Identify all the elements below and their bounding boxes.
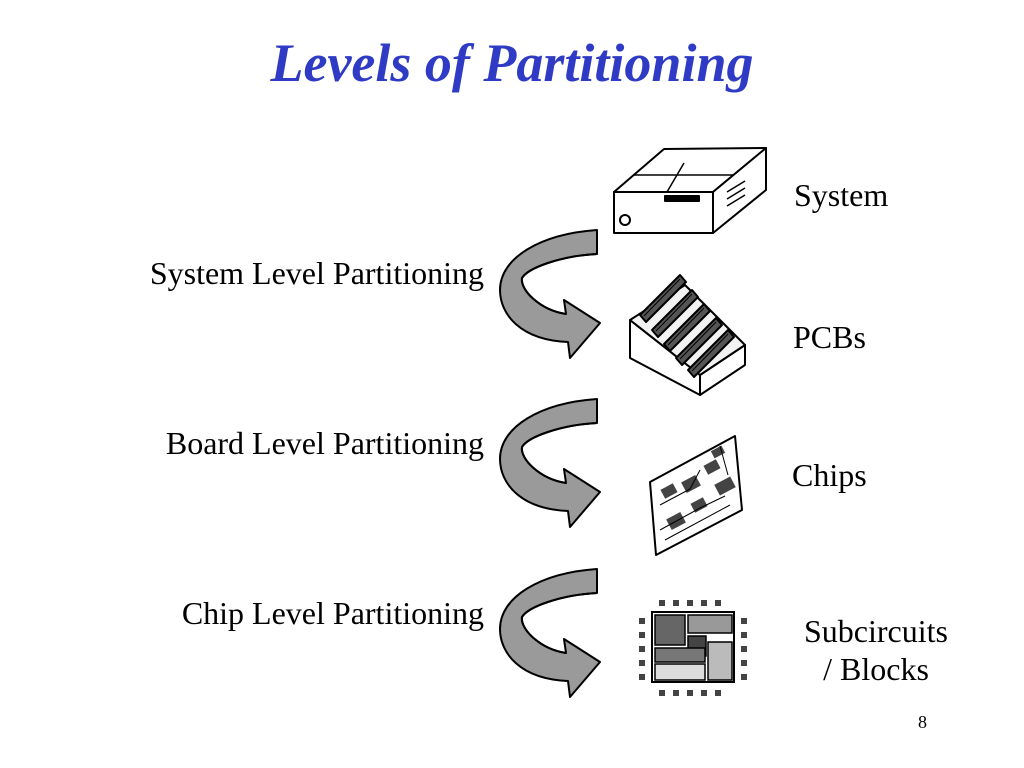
curved-arrow-icon-chip [499, 568, 601, 698]
page-number: 8 [918, 712, 927, 732]
chip-level-partitioning-label: Chip Level Partitioning [181, 595, 484, 631]
slide-title: Levels of Partitioning [270, 33, 754, 93]
curved-arrow-icon-system [499, 229, 601, 359]
system-label: System [794, 177, 889, 213]
system-level-partitioning-label: System Level Partitioning [149, 255, 484, 291]
chips-label: Chips [792, 457, 867, 493]
board-level-partitioning-label: Board Level Partitioning [165, 425, 484, 461]
circuit-board-icon [649, 435, 743, 556]
pcbs-label: PCBs [793, 319, 866, 355]
curved-arrow-icon-board [499, 398, 601, 528]
system-box-icon [613, 147, 767, 234]
subcircuits-label-line2: / Blocks [823, 651, 929, 688]
pcb-rack-icon [629, 274, 746, 396]
chip-die-icon [639, 600, 747, 696]
subcircuits-label-line1: Subcircuits [804, 613, 948, 649]
subcircuits-blocks-label: Subcircuits / Blocks [784, 612, 968, 689]
